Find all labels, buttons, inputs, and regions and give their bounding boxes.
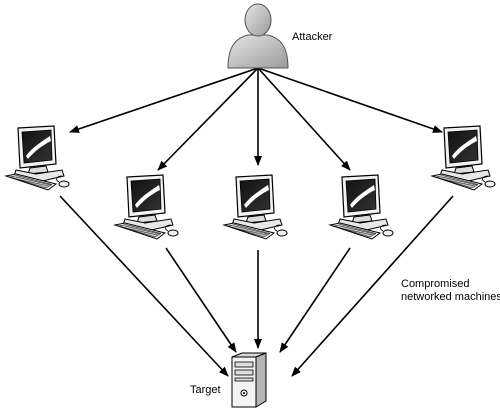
machine-3-computer-icon: [223, 174, 288, 240]
arrow-machine-4-to-target: [279, 247, 351, 353]
machine-4-computer-icon: [329, 174, 394, 240]
arrow-attacker-to-machine-2: [157, 67, 259, 171]
attacker-label: Attacker: [292, 31, 333, 43]
target-label: Target: [190, 384, 221, 396]
arrow-attacker-to-machine-4: [257, 67, 351, 171]
machine-5-computer-icon: [431, 125, 496, 191]
arrow-attacker-to-machine-1: [69, 67, 259, 133]
arrow-attacker-to-machine-5: [257, 67, 443, 133]
attacker-person-icon: [227, 3, 289, 69]
compromised-label-line2: networked machines: [401, 291, 500, 303]
arrows-group: [59, 67, 454, 377]
compromised-label-line1: Compromised: [401, 278, 470, 290]
arrow-machine-2-to-target: [165, 247, 237, 353]
arrow-machine-5-to-target: [291, 195, 454, 377]
nodes-group: [5, 3, 496, 408]
machine-1-computer-icon: [5, 125, 70, 191]
target-server-icon: [231, 352, 267, 408]
machine-2-computer-icon: [114, 174, 179, 240]
arrow-machine-1-to-target: [59, 195, 229, 377]
